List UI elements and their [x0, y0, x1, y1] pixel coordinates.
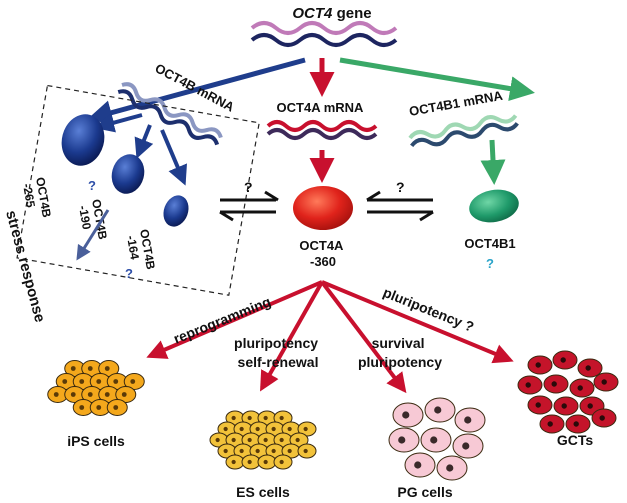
oct4b1-cell — [469, 189, 519, 223]
oct4b-265-question: ? — [88, 178, 96, 193]
es-cell-cluster — [209, 410, 317, 470]
oct4b1-mrna-label: OCT4B1 mRNA — [408, 88, 504, 119]
survival-pluripotency-label: survival pluripotency — [358, 335, 442, 370]
oct4-gene-icon — [250, 21, 398, 47]
oct4b-190-cell — [111, 154, 145, 194]
oct4b-164-question: ? — [125, 266, 133, 281]
pg-cell — [424, 397, 456, 423]
ips-cell — [123, 373, 145, 390]
ips-cell — [64, 386, 86, 403]
ips-cell — [106, 399, 128, 416]
arrow-oct4b-to-stress — [76, 209, 110, 261]
pg-cell — [388, 427, 420, 453]
oct4b-mrna-icon — [117, 82, 223, 146]
oct4b1-mrna-icon — [408, 114, 519, 148]
arrow-oct4a-to-gct — [321, 280, 514, 364]
gene-label: OCT4 gene — [292, 5, 371, 22]
gct-cell — [517, 375, 543, 395]
gct-cell — [527, 355, 553, 375]
gct-cell — [527, 395, 553, 415]
pg-cell — [420, 427, 452, 453]
gct-cell — [565, 414, 591, 434]
gct-cell — [543, 374, 569, 394]
gct-cell — [553, 396, 579, 416]
arrow-oct4a-to-ips — [146, 280, 323, 359]
arrow-oct4a-to-pg — [320, 280, 407, 394]
pg-cell-cluster — [388, 397, 486, 481]
pg-cells-label: PG cells — [397, 484, 452, 500]
oct4b-164-cell — [163, 195, 189, 227]
oct4a-mrna-icon — [266, 120, 378, 140]
arrow-mrna-to-oct4b-265 — [94, 113, 143, 133]
es-cell — [297, 443, 317, 459]
equilibrium-left-question: ? — [244, 179, 253, 195]
oct4a-label: OCT4A -360 — [299, 238, 346, 269]
oct4b-265-cell — [61, 114, 105, 166]
gct-cell — [577, 358, 603, 378]
oct4a-mrna-label: OCT4A mRNA — [277, 100, 365, 115]
pg-cell — [452, 433, 484, 459]
gct-cell — [539, 414, 565, 434]
ips-cells-label: iPS cells — [67, 433, 125, 449]
es-cell — [225, 454, 245, 470]
es-cell — [225, 410, 245, 426]
es-cell — [281, 443, 301, 459]
ips-cell — [98, 360, 120, 377]
arrow-oct4a-to-es — [260, 281, 324, 392]
es-cell — [241, 454, 261, 470]
arrow-gene-to-oct4b — [87, 57, 306, 125]
oct4b-isoform-box — [16, 84, 260, 296]
oct4b1-question: ? — [486, 256, 494, 271]
pg-cell — [454, 407, 486, 433]
gct-cell — [552, 350, 578, 370]
arrow-mrna-to-oct4b-190 — [134, 124, 154, 159]
gct-cell — [569, 378, 595, 398]
es-cell — [241, 432, 261, 448]
arrow-gene-to-oct4b1 — [339, 57, 535, 102]
pg-cell — [436, 455, 468, 481]
oct4b1-label: OCT4B1 — [464, 236, 515, 251]
gct-cell-cluster — [517, 350, 619, 434]
pg-cell — [404, 452, 436, 478]
equilibrium-right-question: ? — [396, 179, 405, 195]
pg-cell — [392, 402, 424, 428]
oct4b-190-label: OCT4B -190 — [75, 198, 110, 246]
gct-cell — [593, 372, 619, 392]
equilibrium-oct4a-oct4b1 — [366, 190, 434, 222]
pluripotency-self-renewal-label: pluripotency self-renewal — [234, 335, 322, 370]
arrow-mrna-to-oct4b1 — [480, 139, 506, 185]
ips-cell-cluster — [47, 360, 145, 416]
oct4a-cell — [293, 186, 353, 230]
arrow-mrna-to-oct4b-164 — [160, 129, 187, 186]
gcts-label: GCTs — [557, 432, 594, 448]
equilibrium-oct4b-oct4a — [219, 190, 279, 222]
es-cell — [257, 454, 277, 470]
gct-cell — [591, 408, 617, 428]
es-cells-label: ES cells — [236, 484, 290, 500]
oct4b-265-label: OCT4B -265 — [19, 176, 54, 224]
stress-response-label: stress response — [2, 209, 48, 325]
es-cell — [273, 454, 293, 470]
